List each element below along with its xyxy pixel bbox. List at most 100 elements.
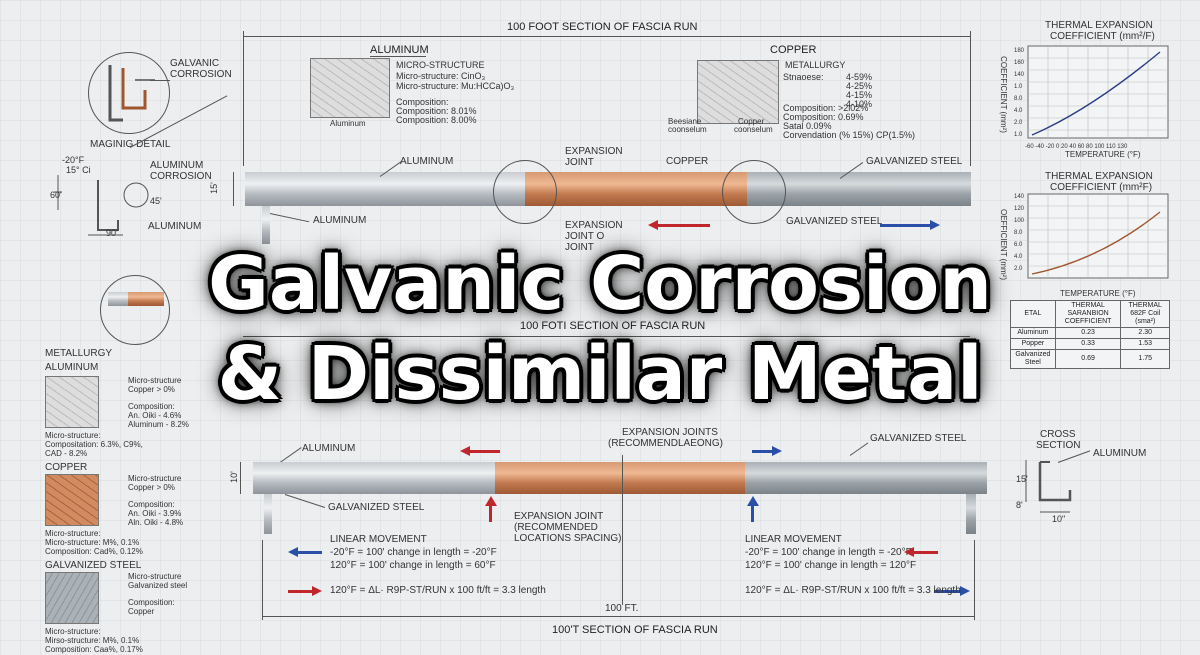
cross-section-title: CROSS	[1040, 429, 1076, 440]
top-beam-aluminum	[245, 172, 525, 206]
cross-dim3: 10"	[1052, 514, 1066, 524]
top-blue-arrow	[880, 224, 930, 227]
bottom-beam-post-left	[264, 494, 272, 534]
left-alu-l5: Aluminum - 8.2%	[128, 420, 189, 429]
cu-l1: Stnaoese:	[783, 72, 824, 82]
alu-comp-l2: Composition: 8.00%	[396, 115, 477, 125]
bottom-gs-label: GALVANIZED STEEL	[870, 433, 967, 444]
bottom-total: 100 FT.	[605, 603, 639, 614]
dim-15: 15'	[208, 182, 219, 194]
cu-comp4: Corvendation (% 15%) CP(1.5%)	[783, 130, 916, 140]
chart1-xlabel: TEMPERATURE (°F)	[1065, 150, 1141, 159]
lm-left-red-arrow	[288, 590, 312, 593]
alu-small-label: ALUMINUM	[148, 221, 202, 232]
cu-label-a2: coonselum	[668, 125, 707, 134]
left-gs-l2: Galvanized steel	[128, 581, 188, 590]
joint-detail-circle	[100, 275, 170, 345]
left-alu-l3: Composition:	[128, 402, 175, 411]
cu-title: METALLURGY	[785, 60, 846, 70]
joint-label-b2: JOINT O	[565, 231, 605, 242]
lm-left-blue-arrow	[298, 551, 322, 554]
left-alu-b2: Compositation: 6.3%, C9%,	[45, 440, 143, 449]
svg-text:100: 100	[1014, 218, 1025, 224]
cu-comp3: Satal 0.09%	[783, 121, 832, 131]
bottom-joints-label: EXPANSION JOINTS	[622, 427, 718, 438]
top-red-arrow	[658, 224, 710, 227]
svg-text:-60 -40 -20 0 20 40 60 80: -60 -40 -20 0 20 40 60 80 100 110 130	[1025, 144, 1128, 150]
cu-label-b: Copper	[738, 117, 765, 126]
joint-circle-1	[493, 160, 557, 224]
aluminum-header: ALUMINUM	[370, 44, 429, 56]
left-alu-b3: CAD - 8.2%	[45, 449, 88, 458]
table-header-metal: ETAL	[1010, 300, 1056, 328]
left-gs-l3: Composition:	[128, 598, 175, 607]
bottom-joint-label-3: LOCATIONS SPACING)	[514, 533, 622, 544]
lm-left-2: 120°F = 100' change in length = 60°F	[330, 560, 496, 571]
formula-right: 120°F = ΔL· R9P-ST/RUN x 100 ft/ft = 3.3…	[745, 585, 961, 596]
svg-text:2.0: 2.0	[1014, 266, 1023, 272]
galvanic-detail-circle	[88, 52, 170, 134]
gutter-profile-icon	[54, 175, 149, 236]
svg-text:4.0: 4.0	[1014, 108, 1023, 114]
left-cu-l1: Micro-structure	[128, 474, 182, 483]
cu-comp2: Composition: 0.69%	[783, 112, 864, 122]
table-header-coef: THERMAL SARANBION COEFFICIENT	[1054, 300, 1122, 328]
bottom-joint-label-2: (RECOMMENDED	[514, 522, 598, 533]
alu-comp-title: Composition:	[396, 97, 449, 107]
lm-left-title: LINEAR MOVEMENT	[330, 534, 427, 545]
table-cell: 0.69	[1054, 349, 1122, 369]
lm-right-title: LINEAR MOVEMENT	[745, 534, 842, 545]
copper-microstructure-image	[697, 60, 779, 124]
bottom-joints-label-2: (RECOMMENDLAEONG)	[608, 438, 724, 449]
left-gs-b3: Composition: Caa%, 0.17%	[45, 645, 143, 654]
alu-corrosion-label-2: CORROSION	[150, 171, 212, 182]
cu-v2: 4-25%	[846, 81, 873, 91]
joint-label-1: EXPANSION	[565, 146, 623, 157]
galvanic-label: GALVANIC	[170, 58, 220, 69]
left-cu-l4: An. Oiki - 3.9%	[128, 509, 182, 518]
headline-line-2: & Dissimilar Metal	[217, 331, 983, 417]
bottom-beam-aluminum	[253, 462, 495, 494]
alu-micro-l2: Micro-structure: Mu:HCCa)O₃	[396, 81, 515, 91]
svg-text:4.0: 4.0	[1014, 254, 1023, 260]
table-cell: 1.75	[1120, 349, 1170, 369]
left-alu-l4: An. Oiki - 4.6%	[128, 411, 182, 420]
bottom-gs-label-2: GALVANIZED STEEL	[328, 502, 425, 513]
headline-line-1: Galvanic Corrosion	[208, 241, 992, 327]
cu-v3: 4-15%	[846, 90, 873, 100]
cu-comp1: Composition: >2l02%	[783, 103, 869, 113]
beam-alu-label-2: ALUMINUM	[313, 215, 367, 226]
bottom-red-arrow-1	[470, 450, 500, 453]
joint-label-b1: EXPANSION	[565, 220, 623, 231]
copper-header: COPPER	[770, 44, 817, 56]
alu-texture-label: Aluminum	[330, 119, 366, 128]
lm-right-red-arrow	[914, 551, 938, 554]
run-title-2: 100 FOTI SECTION OF FASCIA RUN	[520, 320, 706, 332]
chart1-ylabel: COEFFICIENT (mm²)	[998, 56, 1008, 133]
table-row: Galvanized Steel 0.69 1.75	[1010, 349, 1170, 369]
chart2-title2: COEFFICIENT (mm²F)	[1050, 182, 1153, 193]
corrosion-label: CORROSION	[170, 69, 232, 80]
bottom-dim-10: 10'	[228, 471, 239, 483]
left-gs-l1: Micro-structure	[128, 572, 182, 581]
bottom-joint-label: EXPANSION JOINT	[514, 511, 604, 522]
alu-comp-l1: Composition: 8.01%	[396, 106, 477, 116]
lm-right-blue-arrow	[934, 590, 960, 593]
dim-90: 90'	[106, 228, 118, 238]
beam-cu-label: COPPER	[666, 156, 709, 167]
alu-micro-l1: Micro-structure: CinO₃	[396, 71, 486, 81]
left-metallurgy-title: METALLURGY	[45, 348, 113, 359]
cu-v4: 4-10%	[846, 99, 873, 109]
svg-text:8.0: 8.0	[1014, 230, 1023, 236]
cu-v1: 4-59%	[846, 72, 873, 82]
svg-text:140: 140	[1014, 72, 1025, 78]
thermal-table: ETAL THERMAL SARANBION COEFFICIENT THERM…	[1010, 300, 1170, 369]
cross-section-title-2: SECTION	[1036, 440, 1081, 451]
svg-text:160: 160	[1014, 60, 1025, 66]
left-steel-texture	[45, 572, 99, 624]
svg-text:140: 140	[1014, 194, 1025, 200]
cross-section-profile-icon	[1025, 460, 1072, 513]
bottom-beam-post-right	[966, 494, 976, 534]
